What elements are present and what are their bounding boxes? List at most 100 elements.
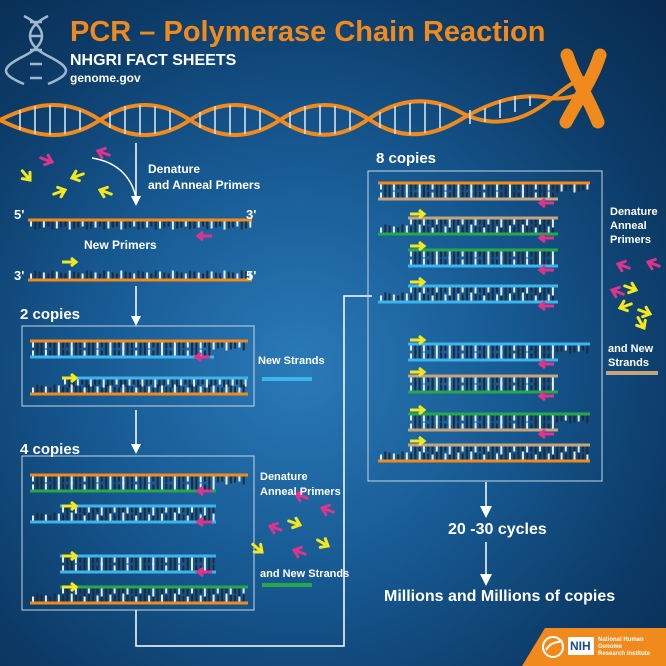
nih-badge-text: NIH — [570, 639, 591, 653]
template-strand-bottom — [28, 270, 252, 282]
copy8-primer-y5 — [410, 366, 427, 378]
copy4-c-top — [60, 554, 216, 566]
free-primer-4 — [20, 169, 32, 182]
free-primer-11 — [316, 537, 331, 549]
copy2-b-bottom — [30, 384, 248, 396]
copy2-a-top — [30, 339, 248, 351]
helix-strand-b — [0, 90, 586, 137]
copy8-primer-m4 — [537, 300, 554, 312]
primer-top — [195, 230, 212, 242]
free-primer-7 — [293, 489, 309, 503]
copy8-strand-4 — [378, 224, 558, 236]
page-title: PCR – Polymerase Chain Reaction — [70, 16, 546, 48]
primer-bottom — [62, 256, 79, 268]
copy8-strand-10 — [408, 350, 558, 362]
footer-bar — [522, 628, 666, 666]
chromosome-icon — [559, 48, 607, 129]
copy8-primer-m1 — [537, 197, 554, 209]
flow-arrows — [91, 143, 487, 647]
copy2-b-top — [62, 376, 248, 388]
copy8-strand-12 — [408, 382, 558, 394]
label-3prime-top: 3' — [246, 207, 257, 222]
copy8-primer-y4 — [410, 334, 427, 346]
free-primer-10 — [287, 516, 303, 530]
copy8-primer-y1 — [410, 208, 427, 220]
arrow-heads — [131, 196, 492, 586]
label-new-primers: New Primers — [84, 238, 157, 252]
free-primer-8 — [319, 503, 335, 517]
copy8-strand-6 — [408, 256, 558, 268]
copy4-primer-b — [62, 500, 79, 512]
template-strand-top — [28, 218, 252, 230]
box-2-copies — [21, 325, 255, 407]
label-new-strands: New Strands — [258, 355, 325, 367]
copy4-primer-a — [195, 485, 212, 497]
copy8-strand-8 — [378, 292, 558, 304]
copy8-primer-m2 — [537, 232, 554, 244]
box-8-copies — [367, 170, 603, 482]
header-helix — [0, 76, 586, 137]
copy4-b-bottom — [30, 512, 216, 524]
copy8-strand-7 — [408, 284, 558, 296]
dna-strands — [28, 181, 590, 605]
copy8-strand-13 — [408, 412, 590, 424]
copy4-primer-d — [62, 581, 79, 593]
free-primer-3 — [69, 169, 85, 183]
copy2-a-bottom — [30, 347, 214, 359]
hhs-logo-icon — [542, 636, 564, 658]
copy8-primer-y2 — [410, 240, 427, 252]
dna-logo-icon — [4, 14, 68, 86]
copy8-primer-m7 — [537, 428, 554, 440]
copy4-c-bottom — [60, 562, 216, 574]
label-and-new-strands: and New Strands — [260, 568, 350, 580]
copy4-a-bottom — [30, 481, 216, 493]
free-primer-20 — [635, 316, 647, 331]
label-8-copies: 8 copies — [376, 150, 437, 167]
label-5prime-bottom: 5' — [246, 268, 257, 283]
free-primer-18 — [617, 299, 633, 313]
copy4-a-top — [30, 473, 248, 485]
free-primer-2 — [95, 146, 111, 160]
copy8-strand-2 — [378, 189, 558, 201]
copy8-strand-3 — [408, 216, 558, 228]
curved-arrow — [91, 157, 137, 199]
connector-4-to-8 — [135, 295, 372, 647]
label-cycles: 20 -30 cycles — [448, 521, 547, 538]
copy8-strand-14 — [408, 420, 558, 432]
primer-fragments — [20, 146, 661, 593]
copy4-primer-c2 — [195, 566, 212, 578]
free-primer-17 — [623, 281, 639, 295]
copy4-primer-b2 — [195, 516, 212, 528]
copy8-primer-y3 — [410, 276, 427, 288]
free-primer-15 — [645, 257, 661, 271]
free-primer-5 — [52, 185, 68, 199]
label-3prime-bottom: 3' — [14, 268, 25, 283]
free-primer-13 — [251, 542, 264, 554]
copy8-strand-16 — [378, 451, 590, 463]
page-subtitle: NHGRI FACT SHEETS — [70, 52, 237, 69]
box-4-copies — [21, 455, 255, 611]
free-primer-14 — [615, 259, 631, 273]
label-denature-anneal-2: Denature Anneal Primers — [260, 471, 341, 498]
copy2-primer-a — [193, 351, 210, 363]
copy8-primer-m3 — [537, 264, 554, 276]
copy8-strand-9 — [408, 342, 590, 354]
copy2-primer-b — [62, 372, 79, 384]
free-primer-19 — [637, 305, 653, 319]
copy4-d-bottom — [30, 593, 248, 605]
copy8-primer-y7 — [410, 435, 427, 447]
helix-strand-a — [0, 76, 586, 137]
free-primer-12 — [291, 545, 307, 559]
label-2-copies: 2 copies — [20, 306, 81, 323]
copy8-strand-15 — [408, 443, 590, 455]
copy4-d-top — [60, 585, 248, 597]
free-primer-1 — [39, 153, 55, 167]
copy8-strand-1 — [378, 181, 590, 193]
label-denature-anneal-3: Denature Anneal Primers — [610, 206, 658, 246]
helix-rungs — [19, 96, 531, 135]
free-primer-9 — [267, 521, 283, 535]
label-4-copies: 4 copies — [20, 441, 81, 458]
copy4-primer-c — [62, 550, 79, 562]
label-denature-anneal: Denature and Anneal Primers — [148, 162, 261, 192]
